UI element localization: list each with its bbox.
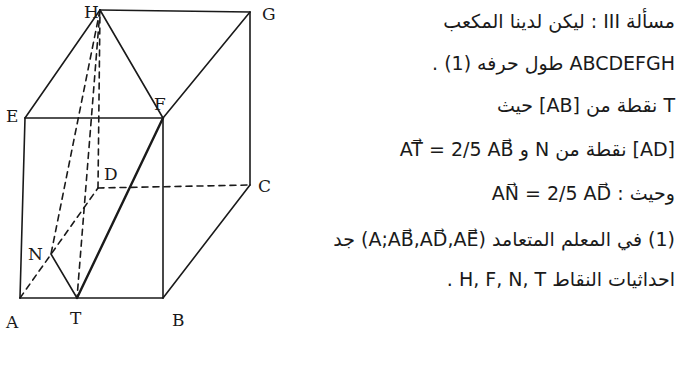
problem-text: ABCDEFGH طول حرفه (1) . bbox=[432, 52, 675, 75]
problem-title: مسألة III : ليكن لدينا المكعب bbox=[443, 10, 675, 33]
problem-text: احداثيات النقاط H, F, N, T . bbox=[447, 268, 675, 291]
point-label: T bbox=[70, 310, 81, 327]
point-label: A bbox=[6, 314, 18, 331]
problem-text: وحيث : AN⃗ = 2/5 AD⃗ bbox=[492, 182, 675, 205]
point-label: H bbox=[84, 4, 99, 21]
problem-text: [AD] نقطة من N و AT⃗ = 2/5 AB⃗ bbox=[400, 138, 675, 161]
problem-text: T نقطة من [AB] حيث bbox=[497, 94, 675, 117]
problem-text: (1) في المعلم المتعامد (A;AB⃗,AD⃗,AE⃗) ج… bbox=[333, 228, 675, 251]
point-label: D bbox=[104, 166, 118, 183]
point-label: C bbox=[258, 178, 271, 195]
point-label: G bbox=[262, 6, 276, 23]
point-label: B bbox=[172, 312, 185, 329]
point-label: F bbox=[154, 96, 166, 113]
point-label: N bbox=[28, 246, 43, 263]
point-label: E bbox=[6, 108, 18, 125]
